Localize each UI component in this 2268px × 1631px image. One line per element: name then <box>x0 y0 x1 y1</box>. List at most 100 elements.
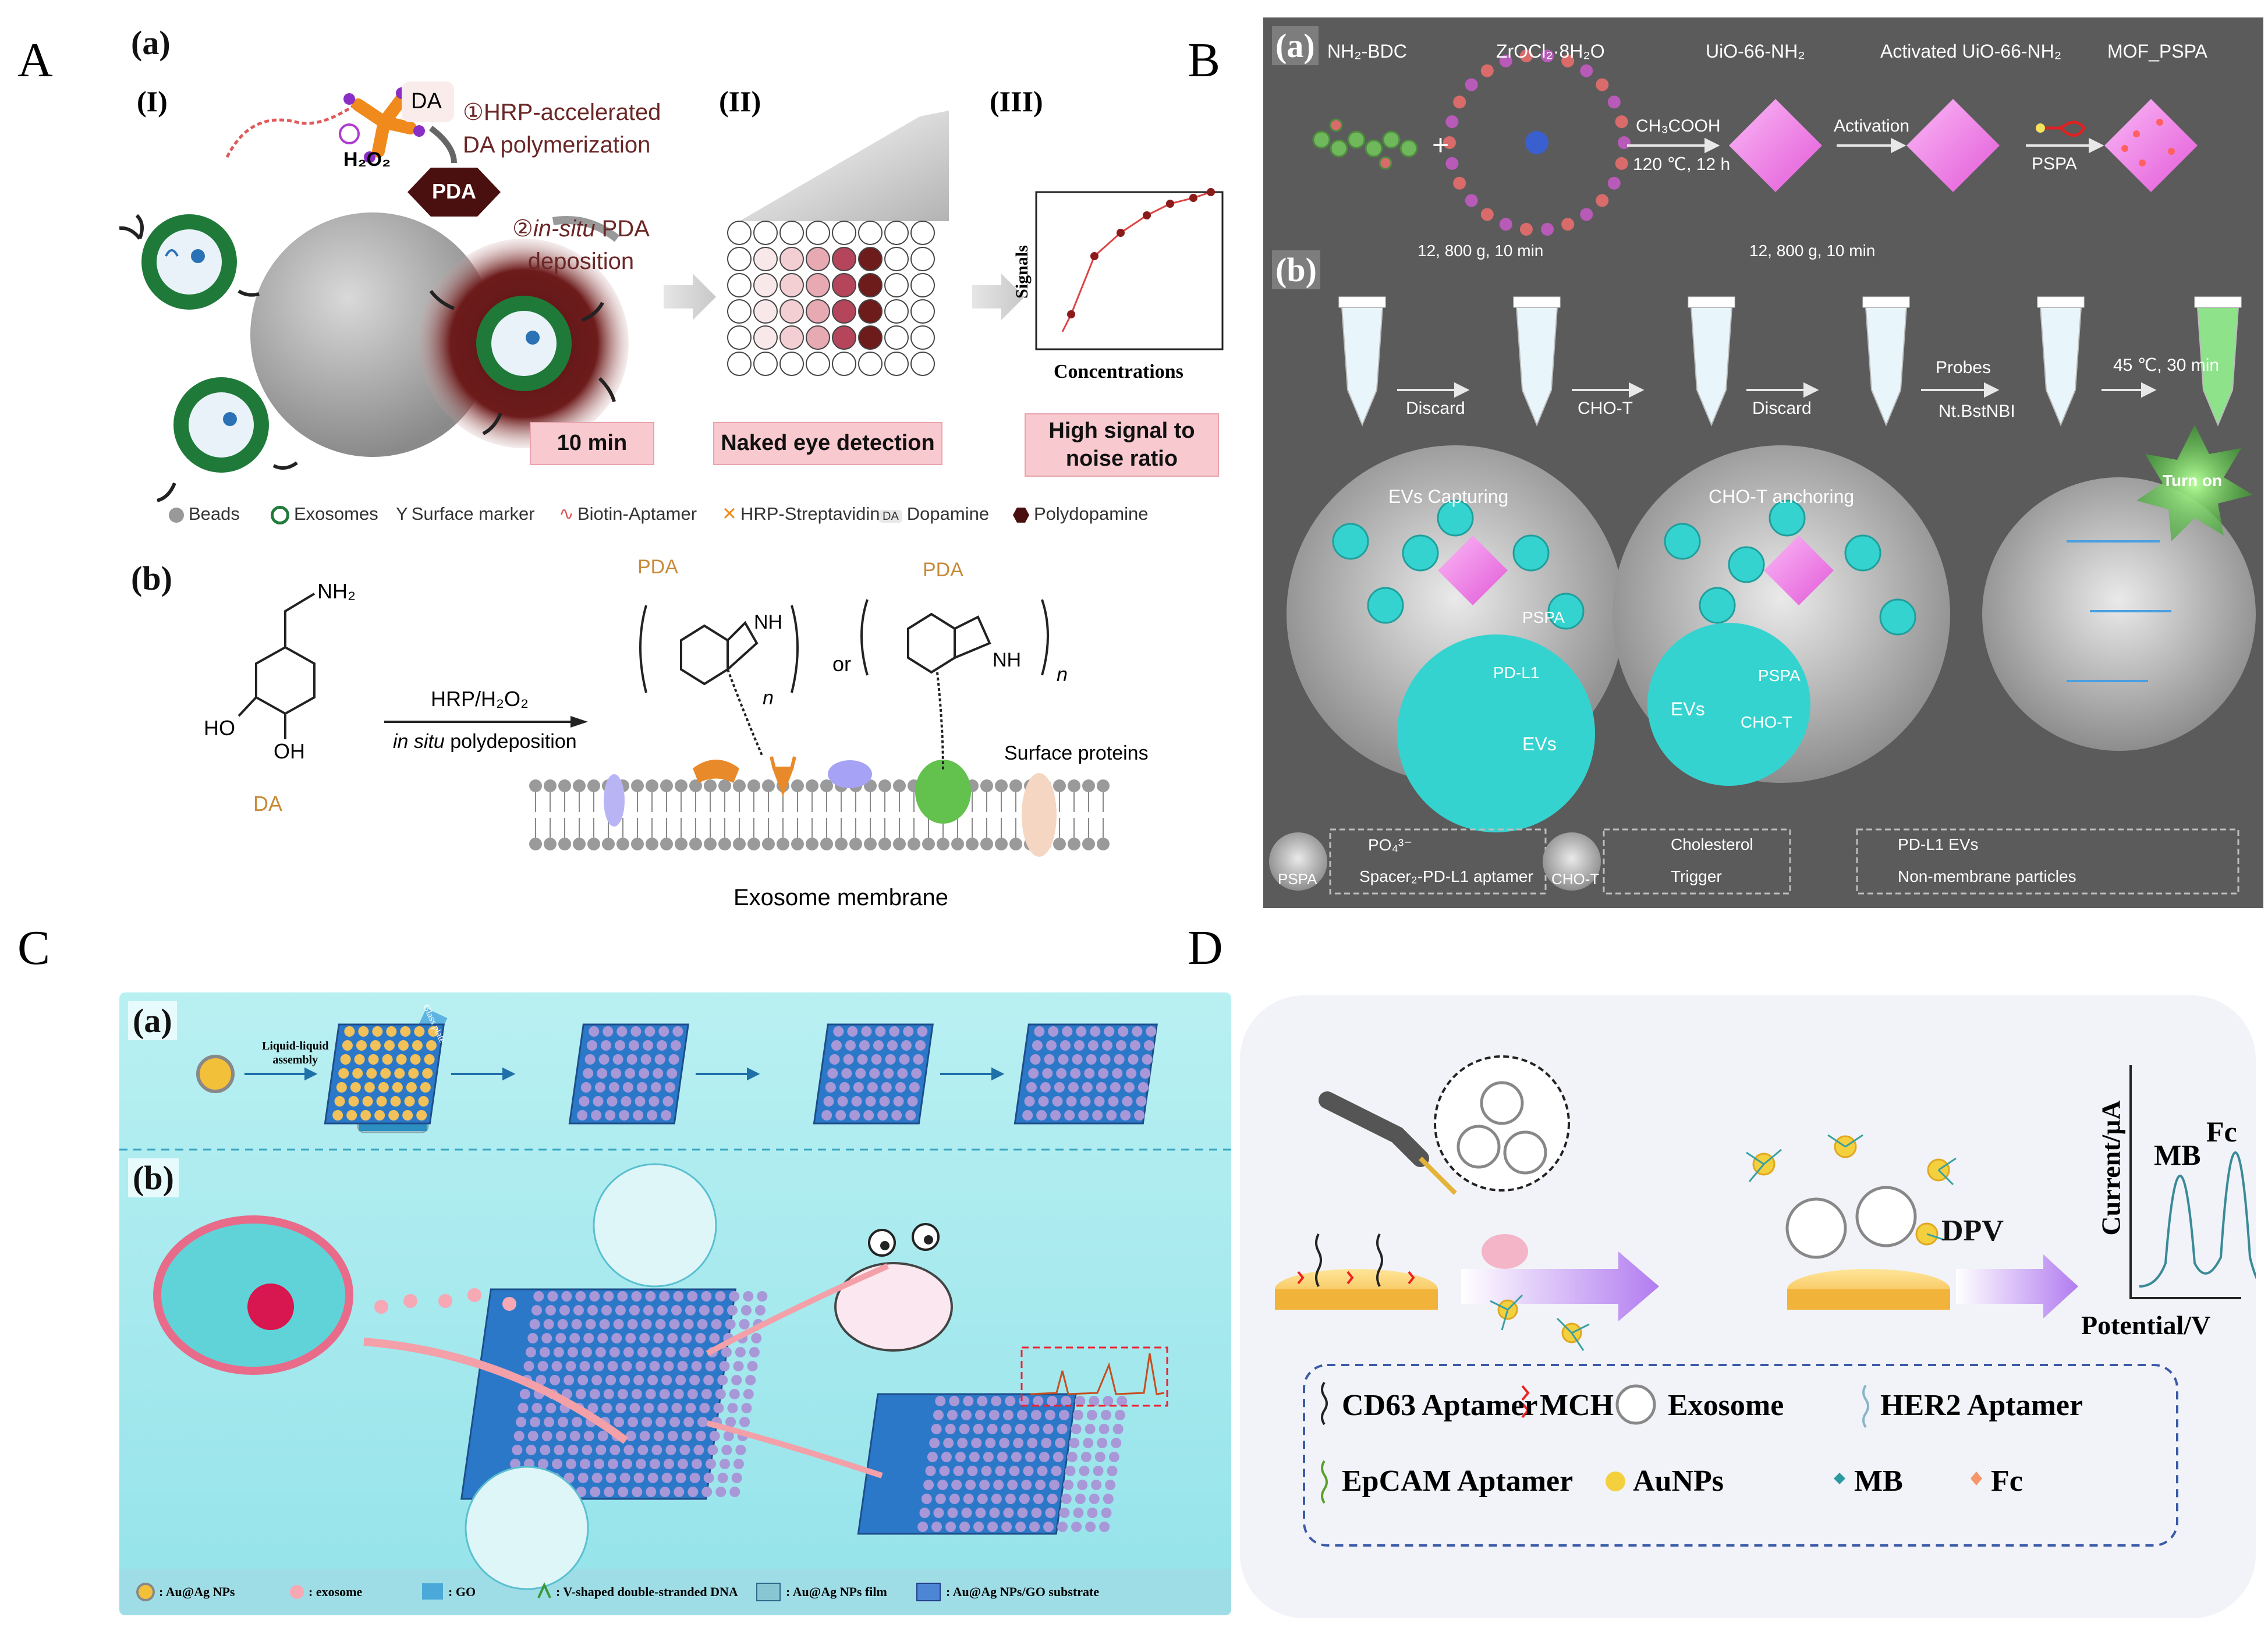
legend-surface-marker-text: Surface marker <box>411 504 535 524</box>
b-incubate: 45 ℃, 30 min <box>2113 356 2220 375</box>
b-ev-capturing: EVs Capturing <box>1388 486 1509 507</box>
b-top-label-3: UiO-66-NH₂ <box>1706 41 1805 62</box>
substrate <box>857 1393 1128 1535</box>
step2-line1-rest: PDA <box>595 216 650 242</box>
b-chot: CHO-T <box>1578 399 1633 418</box>
well <box>806 273 830 297</box>
well <box>753 221 778 245</box>
lipid-head <box>1009 779 1022 792</box>
well <box>753 247 778 271</box>
zr-center <box>1525 131 1548 154</box>
panel-letter-c: C <box>17 921 51 975</box>
turn-on-burst <box>2136 425 2253 541</box>
lipid-head <box>980 838 993 850</box>
da-chip <box>402 81 454 122</box>
well <box>753 299 778 324</box>
lipid-head <box>1053 838 1066 850</box>
mag-circle-amplify <box>1982 477 2256 751</box>
lipid-head <box>922 838 935 850</box>
da-chip-label: DA <box>411 89 442 114</box>
surface-proteins-label: Surface proteins <box>1004 742 1149 764</box>
d-legend-cd63: CD63 Aptamer <box>1342 1389 1538 1422</box>
step2-italic: in-situ <box>533 216 596 242</box>
b-pspa: PSPA <box>2032 154 2077 173</box>
step1-text: ①HRP-accelerated DA polymerization <box>463 96 661 161</box>
substrate <box>813 1023 934 1125</box>
zoom-circle-top <box>593 1163 717 1288</box>
b-inner-pspa-1: PSPA <box>1522 608 1565 626</box>
lipid-head <box>558 838 571 850</box>
lipid-head <box>660 838 673 850</box>
nh-label-right: NH <box>993 649 1022 671</box>
well <box>779 325 804 350</box>
exosome-1 <box>141 214 237 310</box>
aptamer-swatch: ∿ <box>559 504 574 524</box>
pda-swatch <box>1013 507 1029 523</box>
stage-i-label: (I) <box>137 85 168 118</box>
signal-points <box>1067 188 1215 318</box>
b-inner-evs-1: EVs <box>1522 733 1557 754</box>
sers-spectrum <box>1030 1353 1165 1395</box>
insitu-italic: in situ <box>393 731 445 753</box>
hrp-swatch: ✕ <box>722 504 737 524</box>
lipid-head <box>820 838 833 850</box>
lipid-head <box>908 838 920 850</box>
legend-pspa-circle <box>1269 832 1327 891</box>
d-ylabel: Current/μA <box>2096 1100 2126 1236</box>
dopamine-oh: OH <box>274 739 305 763</box>
zr-cluster-bead <box>1453 176 1466 190</box>
lipid-head <box>1053 779 1066 792</box>
panel-c-sublabel-a: (a) <box>128 1001 177 1040</box>
biotin-aptamer <box>225 103 356 158</box>
lipid-head <box>616 838 629 850</box>
d-legend-epcam: EpCAM Aptamer <box>1342 1465 1574 1498</box>
activated-uio66-crystal <box>1906 99 2000 192</box>
d-dpv-label: DPV <box>1941 1214 2004 1247</box>
b-spin1: 12, 800 g, 10 min <box>1418 242 1544 260</box>
pda-hexagon-label: PDA <box>432 179 477 203</box>
lipid-head <box>762 838 775 850</box>
cell <box>153 1215 353 1375</box>
well <box>832 221 856 245</box>
tube <box>1513 296 1561 427</box>
lipid-head <box>1009 838 1022 850</box>
well <box>832 325 856 350</box>
lipid-head <box>849 838 862 850</box>
lipid-head <box>573 838 586 850</box>
process-arrows <box>1397 382 2157 398</box>
d-legend-icons <box>1321 1381 1982 1504</box>
cartoon-face <box>834 1223 953 1352</box>
b-legend-chot: CHO-T <box>1551 870 1600 888</box>
lipid-head <box>675 838 688 850</box>
panel-a-sublabel-b: (b) <box>131 559 172 597</box>
b-legend-po4: PO₄³⁻ <box>1368 836 1412 854</box>
b-legend-pspa: PSPA <box>1278 870 1317 888</box>
lipid-head <box>995 838 1008 850</box>
mof-pspa-crystal <box>2104 99 2198 192</box>
tube <box>1688 296 1735 427</box>
step2-number: ② <box>512 216 533 242</box>
exosome-membrane-label: Exosome membrane <box>733 885 949 910</box>
lipid-head <box>587 838 600 850</box>
b-legend-cholesterol: Cholesterol <box>1671 835 1753 853</box>
detection-arrow-down <box>706 1420 883 1478</box>
step2-line2: deposition <box>527 249 635 274</box>
lipid-head <box>747 779 760 792</box>
well <box>806 221 830 245</box>
b-spin2: 12, 800 g, 10 min <box>1749 242 1876 260</box>
well <box>806 325 830 350</box>
exosome-swatch <box>271 505 289 524</box>
stage-iii-label: (III) <box>990 85 1043 118</box>
sers-spectrum-box <box>1020 1346 1168 1407</box>
lipid-head <box>966 838 979 850</box>
lipid-head <box>1068 838 1080 850</box>
mch-left <box>1297 1271 1415 1285</box>
well <box>910 221 935 245</box>
d-legend-fc: Fc <box>1991 1465 2023 1498</box>
well <box>727 352 752 376</box>
lipid-head <box>689 838 702 850</box>
b-inner-evs-2: EVs <box>1671 699 1705 719</box>
zr-cluster-bead <box>1596 78 1609 91</box>
